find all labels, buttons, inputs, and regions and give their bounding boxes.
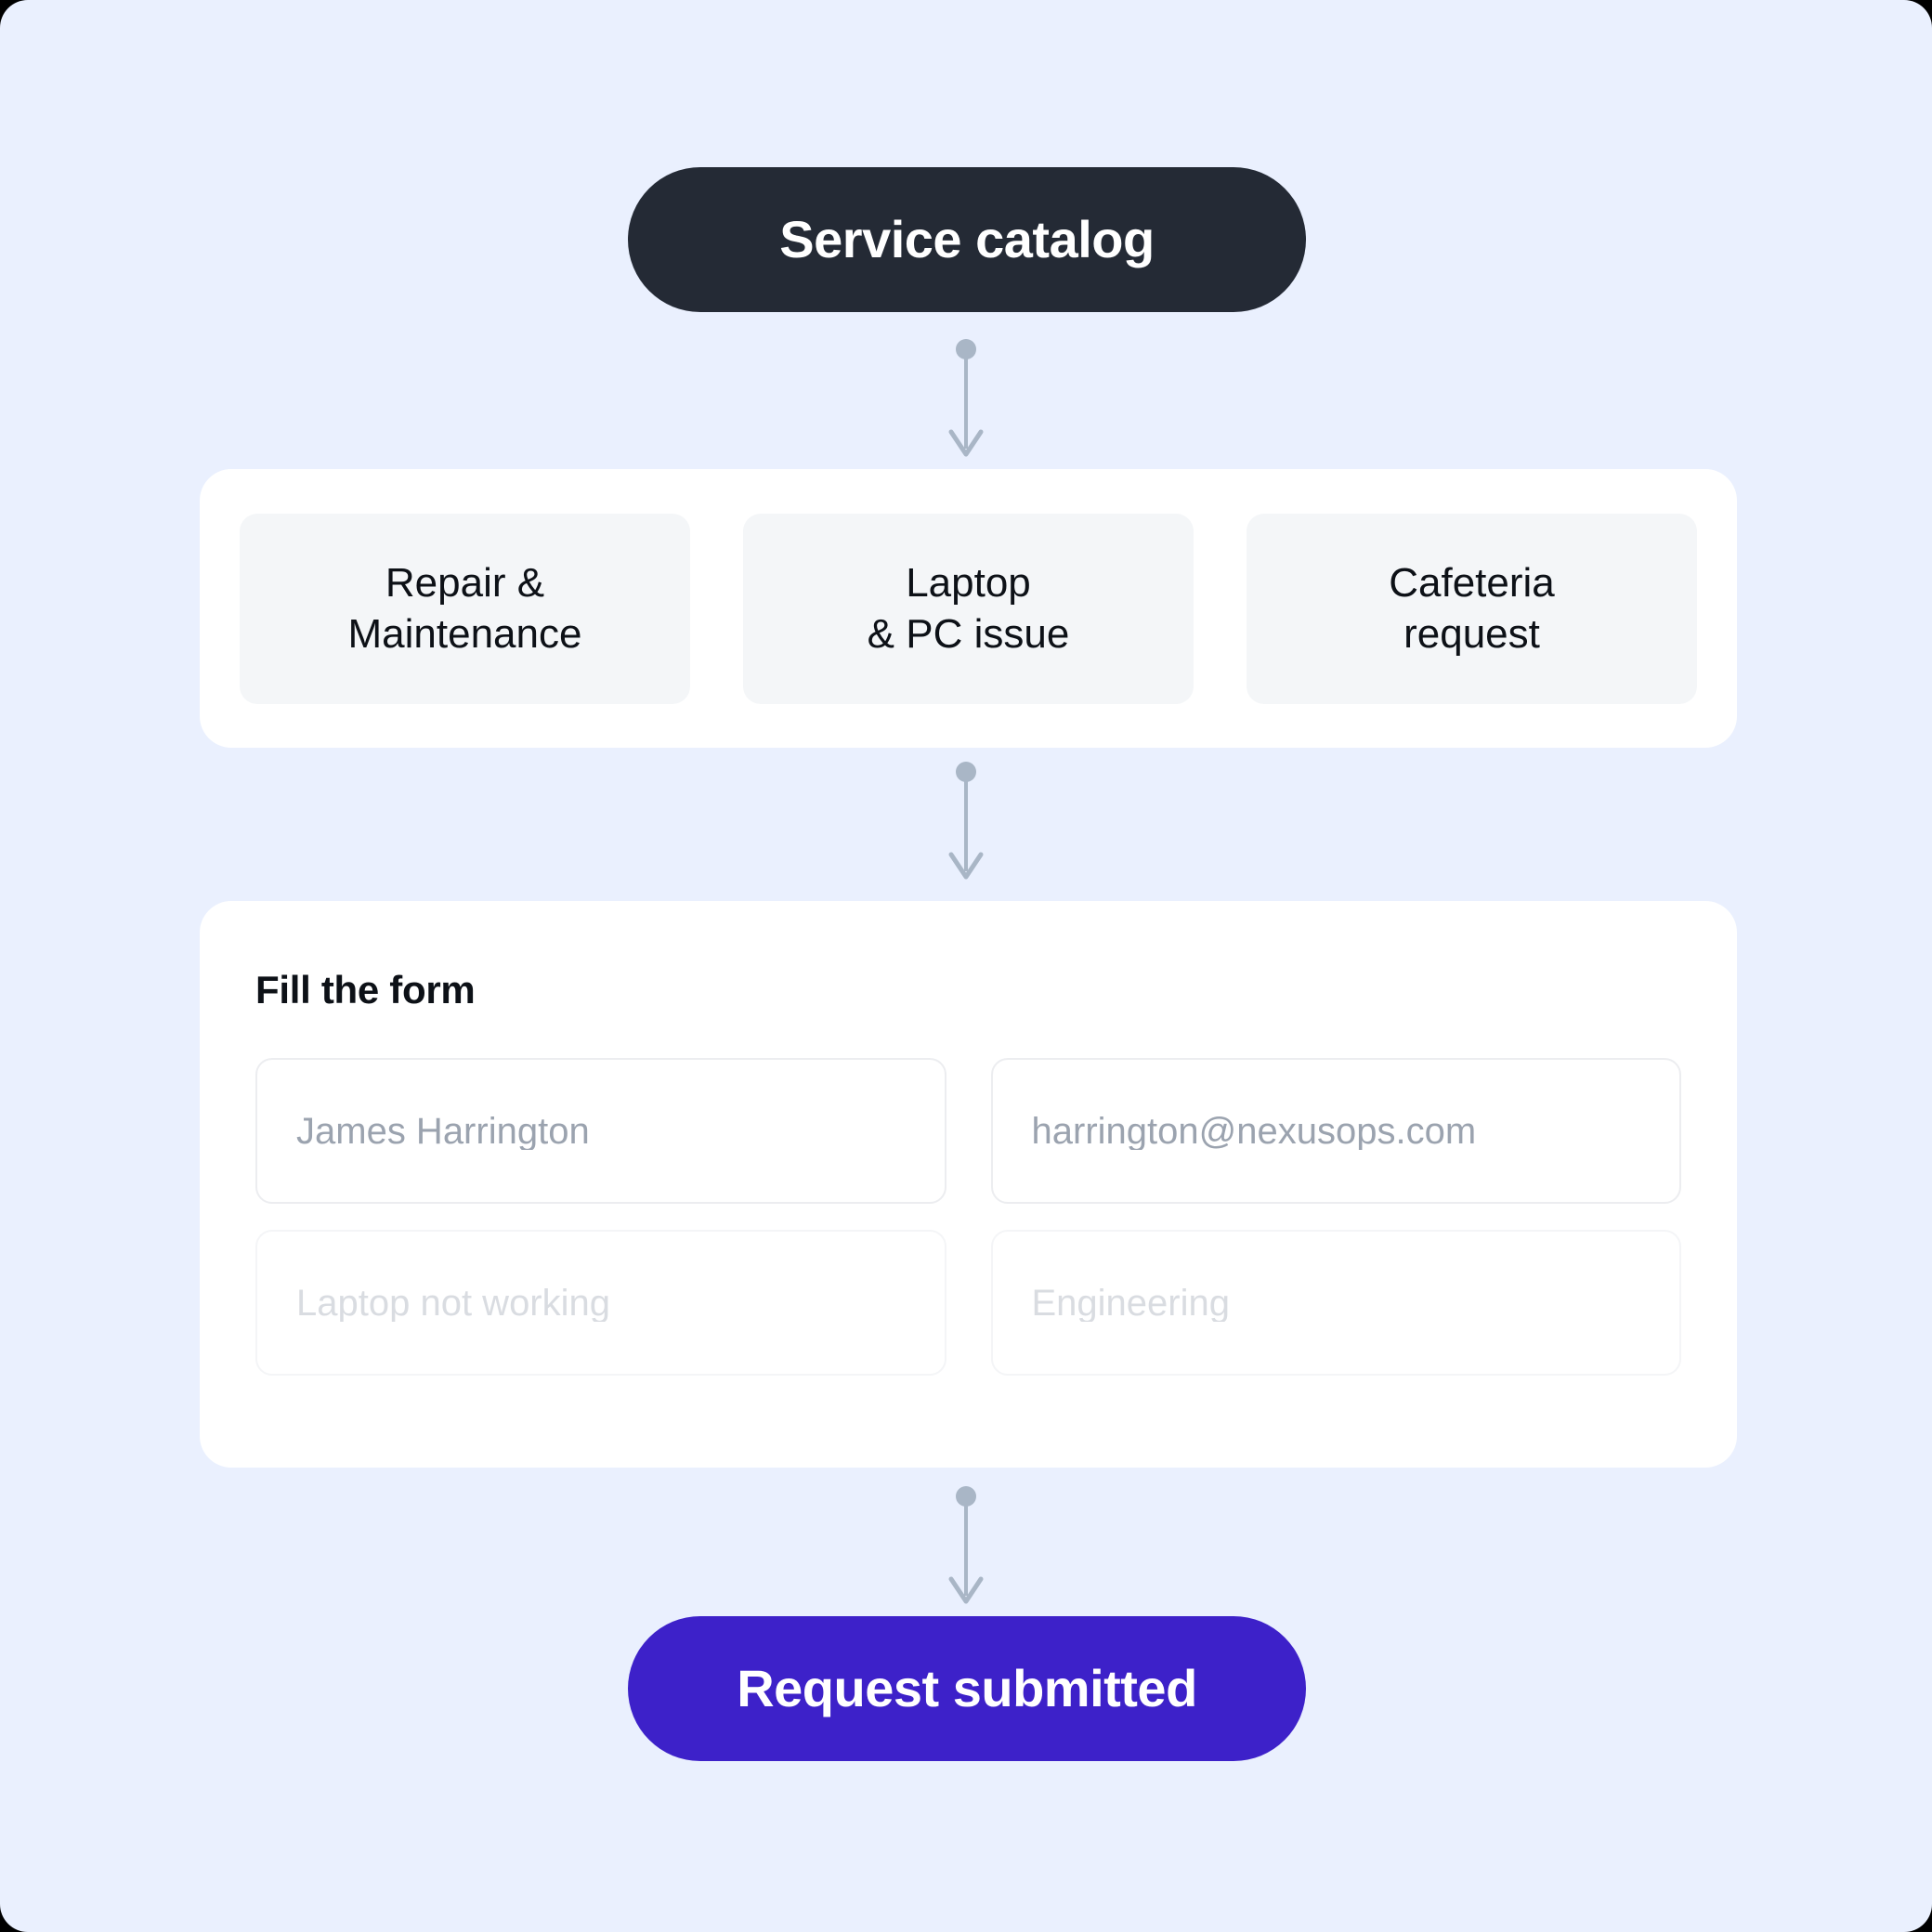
service-card-line-1: Cafeteria [1389, 560, 1555, 606]
connector-arrowhead-icon [948, 429, 984, 457]
email-placeholder: harrington@nexusops.com [1031, 1112, 1477, 1150]
fill-form-panel: Fill the form James Harrington harringto… [200, 901, 1737, 1468]
service-card-cafeteria-request[interactable]: Cafeteria request [1247, 513, 1697, 704]
full-name-placeholder: James Harrington [296, 1112, 590, 1150]
issue-field[interactable]: Laptop not working [255, 1230, 946, 1376]
department-placeholder: Engineering [1031, 1284, 1231, 1322]
connector-cards-to-form [938, 762, 994, 887]
connector-form-to-submit [938, 1486, 994, 1612]
connector-arrowhead-icon [948, 852, 984, 880]
service-card-line-2: & PC issue [867, 611, 1070, 657]
department-field[interactable]: Engineering [990, 1230, 1681, 1376]
form-title: Fill the form [255, 968, 476, 1012]
issue-placeholder: Laptop not working [296, 1284, 611, 1322]
service-card-repair-maintenance[interactable]: Repair & Maintenance [240, 513, 690, 704]
form-fields-grid: James Harrington harrington@nexusops.com… [255, 1058, 1681, 1376]
request-submitted-pill[interactable]: Request submitted [628, 1616, 1306, 1761]
request-submitted-label: Request submitted [737, 1659, 1197, 1717]
service-card-line-2: Maintenance [347, 611, 582, 657]
service-card-laptop-pc-issue[interactable]: Laptop & PC issue [743, 513, 1194, 704]
email-field[interactable]: harrington@nexusops.com [990, 1058, 1681, 1204]
full-name-field[interactable]: James Harrington [255, 1058, 946, 1204]
service-card-line-2: request [1403, 611, 1540, 657]
connector-catalog-to-cards [938, 339, 994, 464]
service-catalog-pill[interactable]: Service catalog [628, 167, 1306, 312]
service-card-line-1: Laptop [906, 560, 1031, 606]
service-catalog-cards-panel: Repair & Maintenance Laptop & PC issue C… [200, 469, 1737, 748]
service-catalog-label: Service catalog [779, 210, 1155, 268]
connector-arrowhead-icon [948, 1576, 984, 1604]
service-card-line-1: Repair & [385, 560, 545, 606]
